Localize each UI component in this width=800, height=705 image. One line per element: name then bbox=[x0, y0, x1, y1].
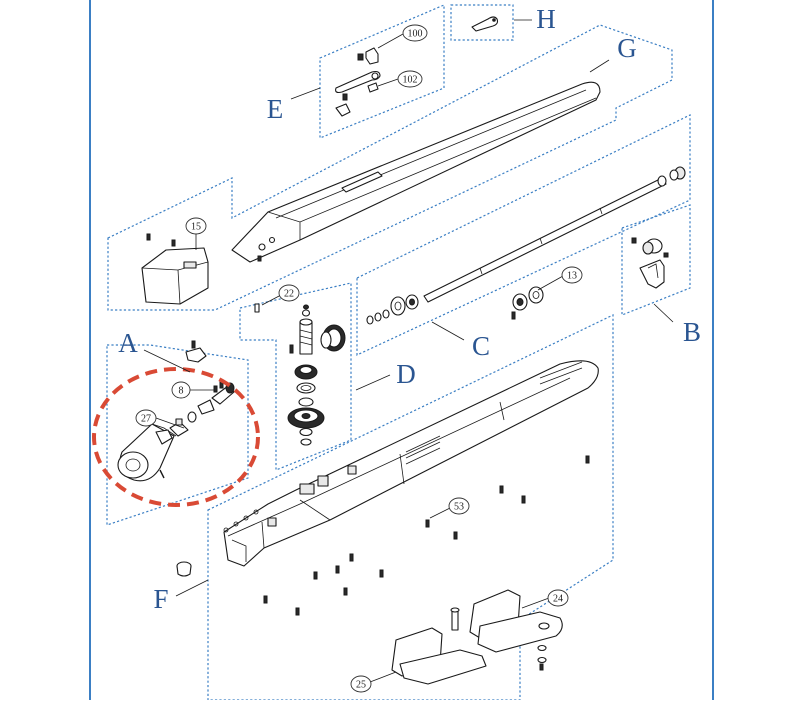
group-letters: H G E B C A D F bbox=[118, 4, 701, 614]
svg-text:15: 15 bbox=[191, 222, 201, 233]
key-part bbox=[471, 16, 499, 32]
callout-22: 22 bbox=[278, 284, 300, 302]
gear-set bbox=[254, 303, 346, 446]
motor-assembly bbox=[117, 340, 235, 482]
front-bracket-24 bbox=[450, 589, 563, 671]
callout-102: 102 bbox=[397, 70, 423, 88]
label-h: H bbox=[536, 4, 556, 34]
label-b: B bbox=[683, 317, 701, 347]
callout-53: 53 bbox=[448, 497, 470, 515]
label-d: D bbox=[396, 359, 416, 389]
label-c: C bbox=[472, 331, 490, 361]
group-g-outline bbox=[107, 24, 673, 311]
callout-100: 100 bbox=[402, 24, 428, 42]
label-f: F bbox=[153, 584, 168, 614]
group-a-outline bbox=[106, 344, 249, 526]
group-h-outline bbox=[450, 4, 514, 41]
loose-screws bbox=[263, 455, 590, 616]
callout-25: 25 bbox=[350, 675, 372, 693]
label-g: G bbox=[617, 33, 637, 63]
callout-8: 8 bbox=[171, 381, 191, 399]
callout-13: 13 bbox=[561, 266, 583, 284]
highlight-circle bbox=[92, 367, 260, 507]
group-e-outline bbox=[319, 4, 445, 139]
arm-cover bbox=[231, 81, 601, 263]
callout-27: 27 bbox=[135, 409, 157, 427]
page-frame bbox=[89, 0, 714, 700]
release-parts bbox=[335, 47, 381, 117]
svg-text:53: 53 bbox=[454, 502, 464, 513]
rear-bracket bbox=[631, 237, 669, 289]
base-housing bbox=[223, 360, 599, 567]
leader-lines bbox=[143, 19, 674, 683]
part-callouts: 100 102 15 22 13 8 27 53 bbox=[135, 24, 583, 693]
label-e: E bbox=[267, 94, 284, 124]
group-b-outline bbox=[621, 204, 691, 316]
callout-24: 24 bbox=[547, 589, 569, 607]
svg-text:13: 13 bbox=[567, 271, 577, 282]
label-a: A bbox=[118, 328, 138, 358]
callout-15: 15 bbox=[185, 217, 207, 235]
svg-text:22: 22 bbox=[284, 289, 294, 300]
svg-text:25: 25 bbox=[356, 680, 366, 691]
screw-shaft bbox=[366, 166, 686, 325]
end-cap bbox=[176, 561, 192, 577]
motor-cover bbox=[141, 233, 209, 305]
svg-text:8: 8 bbox=[179, 386, 184, 397]
group-c-outline bbox=[356, 114, 691, 356]
svg-text:100: 100 bbox=[408, 29, 423, 40]
gate-bracket-25 bbox=[391, 627, 487, 685]
svg-text:102: 102 bbox=[403, 75, 418, 86]
svg-text:27: 27 bbox=[141, 414, 151, 425]
svg-text:24: 24 bbox=[553, 594, 563, 605]
